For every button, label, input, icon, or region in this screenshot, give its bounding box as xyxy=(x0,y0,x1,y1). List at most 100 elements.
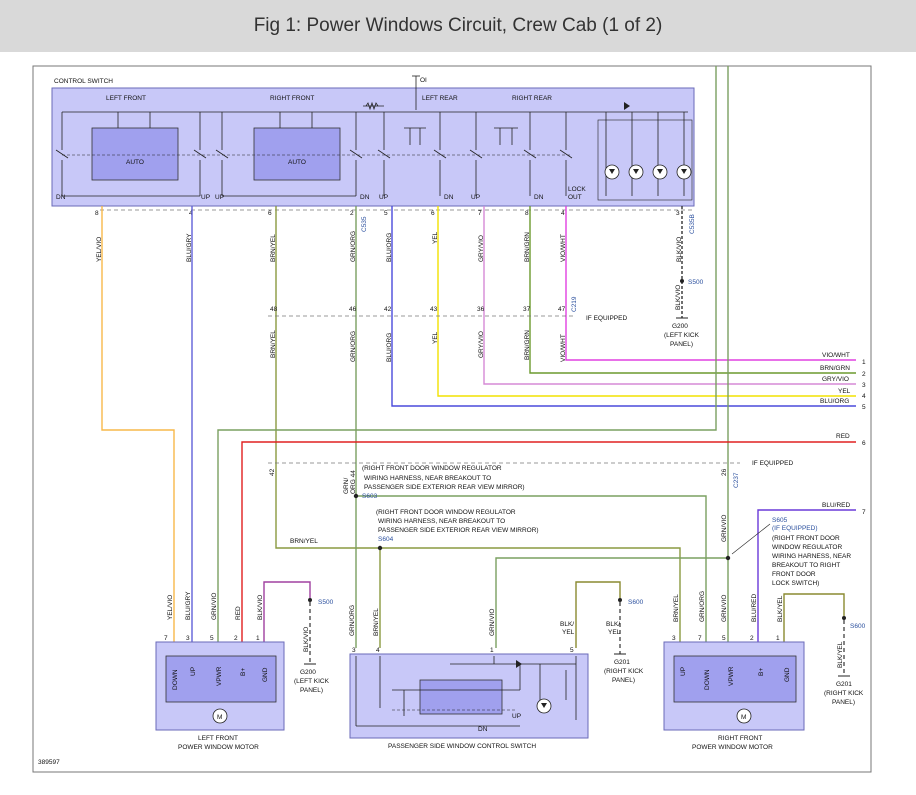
output-1-label: VIO/WHT xyxy=(822,352,850,359)
s604-label: S604 xyxy=(378,536,394,543)
auto-label-left-front: AUTO xyxy=(126,159,144,166)
lm-pin-4: 2 xyxy=(234,635,238,642)
passenger-switch-led-symbol xyxy=(541,703,547,708)
s604-note-1: (RIGHT FRONT DOOR WINDOW REGULATOR xyxy=(376,509,516,516)
s605-note-6: LOCK SWITCH) xyxy=(772,580,819,587)
lm-pin-3: 5 xyxy=(210,635,214,642)
g200-bottom-name: G200 xyxy=(300,669,316,676)
cs-pin-8: 8 xyxy=(525,210,529,217)
c219-pin-47: 47 xyxy=(558,306,566,313)
wire-label-brn-grn: BRN/GRN xyxy=(524,232,531,262)
rm-wire-1: BRN/YEL xyxy=(673,594,680,622)
g201-mid-name: G201 xyxy=(614,659,630,666)
output-2-num: 2 xyxy=(862,371,866,378)
cs-pin-9: 4 xyxy=(561,210,565,217)
rm-term-2: DOWN xyxy=(704,669,711,690)
wire-label-gry-vio: GRY/VIO xyxy=(478,235,485,262)
cs-pin-6: 6 xyxy=(431,210,435,217)
output-1-num: 1 xyxy=(862,359,866,366)
cs-dn-3: DN xyxy=(444,194,454,201)
g200-top-loc2: PANEL) xyxy=(670,341,693,348)
cs-pin-1: 8 xyxy=(95,210,99,217)
s600-right: S600 xyxy=(850,623,866,630)
rm-wire-5: BLK/YEL xyxy=(777,595,784,622)
s600-mid-wire-2: YEL xyxy=(608,629,621,636)
rm-pin-2: 7 xyxy=(698,635,702,642)
cs-dn-4: DN xyxy=(534,194,544,201)
cs-up-2: UP xyxy=(215,194,224,201)
left-motor-terms: DOWN UP VPWR B+ GND xyxy=(172,666,269,690)
auto-module-left-front xyxy=(91,127,179,181)
s600-mid: S600 xyxy=(628,599,644,606)
lm-pin-2: 3 xyxy=(186,635,190,642)
rm-pin-5: 1 xyxy=(776,635,780,642)
s605-label: S605 xyxy=(772,517,788,524)
cs-up-3: UP xyxy=(379,194,388,201)
c219-pin-48: 48 xyxy=(270,306,278,313)
c219-pin-42: 42 xyxy=(384,306,392,313)
output-labels: VIO/WHT 1 BRN/GRN 2 GRY/VIO 3 YEL 4 BLU/… xyxy=(820,352,866,516)
wire-label-yel-vio: YEL/VIO xyxy=(96,237,103,262)
lm-pin-1: 7 xyxy=(164,635,168,642)
passenger-switch-pins: 3 4 1 5 xyxy=(352,647,574,654)
passenger-switch-inner xyxy=(419,679,503,715)
s600-mid-dot xyxy=(618,598,622,602)
cs-pin-4: 2 xyxy=(350,210,354,217)
c237-name: C237 xyxy=(733,472,740,488)
g201-right-wire: BLK/YEL xyxy=(837,641,844,668)
passenger-switch-circuit xyxy=(355,656,577,727)
lm-pin-5: 1 xyxy=(256,635,260,642)
g200-top-loc1: (LEFT KICK xyxy=(664,332,700,339)
sw-wire-2: YEL xyxy=(562,629,575,636)
output-6-num: 6 xyxy=(862,440,866,447)
passenger-switch-dn: DN xyxy=(478,726,488,733)
lm-wire-4: RED xyxy=(235,606,242,620)
s500-top-dot xyxy=(680,279,684,283)
s603-note-1: (RIGHT FRONT DOOR WINDOW REGULATOR xyxy=(362,465,502,472)
passenger-switch-diode xyxy=(516,660,522,668)
wire-label-blu-gry: BLU/GRY xyxy=(186,233,193,262)
cs-out: OUT xyxy=(568,194,582,201)
control-switch-title: CONTROL SWITCH xyxy=(54,78,113,85)
wire-mid-brn-grn: BRN/GRN xyxy=(524,330,531,360)
ps-wire-2: BRN/YEL xyxy=(373,608,380,636)
diagram-frame xyxy=(32,65,872,773)
passenger-switch-name: PASSENGER SIDE WINDOW CONTROL SWITCH xyxy=(388,743,536,750)
s605-equip: (IF EQUIPPED) xyxy=(772,525,818,532)
rm-wire-2: GRN/ORG xyxy=(699,591,706,622)
rm-pin-4: 2 xyxy=(750,635,754,642)
c237-pin-26: 26 xyxy=(721,468,728,476)
wire-mid-grn-org: GRN/ORG xyxy=(350,331,357,362)
g201-right-name: G201 xyxy=(836,681,852,688)
section-left-front: LEFT FRONT xyxy=(106,95,146,102)
left-motor-pins: 7 3 5 2 1 xyxy=(164,635,260,642)
wire-label-grn-org: GRN/ORG xyxy=(350,231,357,262)
wiring-diagram: CONTROL SWITCH LEFT FRONT RIGHT FRONT LE… xyxy=(32,65,872,773)
cs-pin-7: 7 xyxy=(478,210,482,217)
c219-note: IF EQUIPPED xyxy=(586,315,627,322)
ps-pin-1: 3 xyxy=(352,647,356,654)
rm-pin-3: 5 xyxy=(722,635,726,642)
cs-dn-2: DN xyxy=(360,194,370,201)
rm-term-3: VPWR xyxy=(728,666,735,686)
g201-right-loc2: PANEL) xyxy=(832,699,855,706)
s603-pin-b: ORG 44 xyxy=(350,470,357,494)
passenger-switch-wire-labels: GRN/ORG BRN/YEL GRN/VIO xyxy=(349,605,496,636)
wire-runs xyxy=(101,66,856,648)
lm-term-4: B+ xyxy=(240,668,247,676)
lm-term-5: GND xyxy=(262,667,269,682)
s604-note-3: PASSENGER SIDE EXTERIOR REAR VIEW MIRROR… xyxy=(378,527,539,534)
rm-term-1: UP xyxy=(680,667,687,676)
wire-label-yel: YEL xyxy=(432,231,439,244)
passenger-switch-up: UP xyxy=(512,713,521,720)
right-motor-terms: UP DOWN VPWR B+ GND xyxy=(680,666,791,690)
left-motor-name-1: LEFT FRONT xyxy=(198,735,238,742)
brn-yel-run-label: BRN/YEL xyxy=(290,538,318,545)
output-2-label: BRN/GRN xyxy=(820,365,850,372)
c219-pin-43: 43 xyxy=(430,306,438,313)
connector-c535b: C535B xyxy=(689,214,696,234)
output-4-label: YEL xyxy=(838,388,851,395)
lock-out-led-symbols xyxy=(609,169,687,174)
cs-lock: LOCK xyxy=(568,186,586,193)
ps-pin-3: 1 xyxy=(490,647,494,654)
